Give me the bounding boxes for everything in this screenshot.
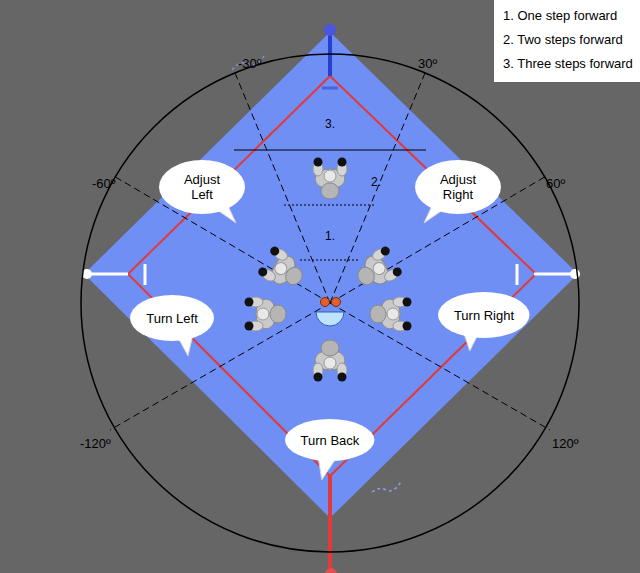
angle-lines <box>110 73 550 430</box>
ball-icon <box>316 298 344 327</box>
goal-dot <box>324 24 336 36</box>
angle-label: 30º <box>418 56 437 71</box>
step-bands <box>234 150 426 260</box>
bubble-text: Turn Left <box>146 311 198 326</box>
robot-figure <box>256 245 309 295</box>
angle-label: 60º <box>546 176 565 191</box>
side-mark <box>516 264 519 285</box>
goal-mark <box>322 87 338 90</box>
goal-dot <box>325 568 337 573</box>
angle-label: -60º <box>92 176 116 191</box>
legend-item: 1. One step forward <box>503 8 617 23</box>
step-number: 1. <box>325 229 335 244</box>
speech-bubble: Adjust Right <box>414 159 502 215</box>
bubble-text: Adjust Right <box>432 172 484 202</box>
robot-figures <box>245 158 412 382</box>
legend-item: 2. Two steps forward <box>503 32 623 47</box>
step-number: 2. <box>371 175 381 190</box>
angle-label: -120º <box>80 436 111 451</box>
step-number: 3. <box>325 117 335 132</box>
decoration <box>372 480 402 492</box>
robot-figure <box>245 297 287 331</box>
side-mark <box>144 264 147 285</box>
angle-label: 120º <box>552 436 578 451</box>
angle-label: -30º <box>238 56 262 71</box>
speech-bubble: Turn Left <box>129 294 215 342</box>
field-diamond <box>84 32 578 518</box>
boundary-line <box>128 76 536 476</box>
goal-line <box>328 476 332 573</box>
side-line <box>534 273 575 276</box>
bubble-text: Adjust Left <box>176 172 228 202</box>
bubble-text: Turn Back <box>301 433 360 448</box>
legend-item: 3. Three steps forward <box>503 56 633 71</box>
robot-figure <box>370 297 412 331</box>
side-line <box>87 273 128 276</box>
range-circle <box>81 54 579 552</box>
bubble-text: Turn Right <box>454 308 514 323</box>
speech-bubble: Turn Right <box>437 291 531 339</box>
side-dot <box>570 269 580 279</box>
robot-figure <box>351 245 404 295</box>
speech-bubble: Turn Back <box>284 418 375 462</box>
decoration <box>232 56 264 70</box>
robot-figure <box>313 340 347 382</box>
speech-bubble: Adjust Left <box>158 159 246 215</box>
robot-figure <box>313 158 347 200</box>
